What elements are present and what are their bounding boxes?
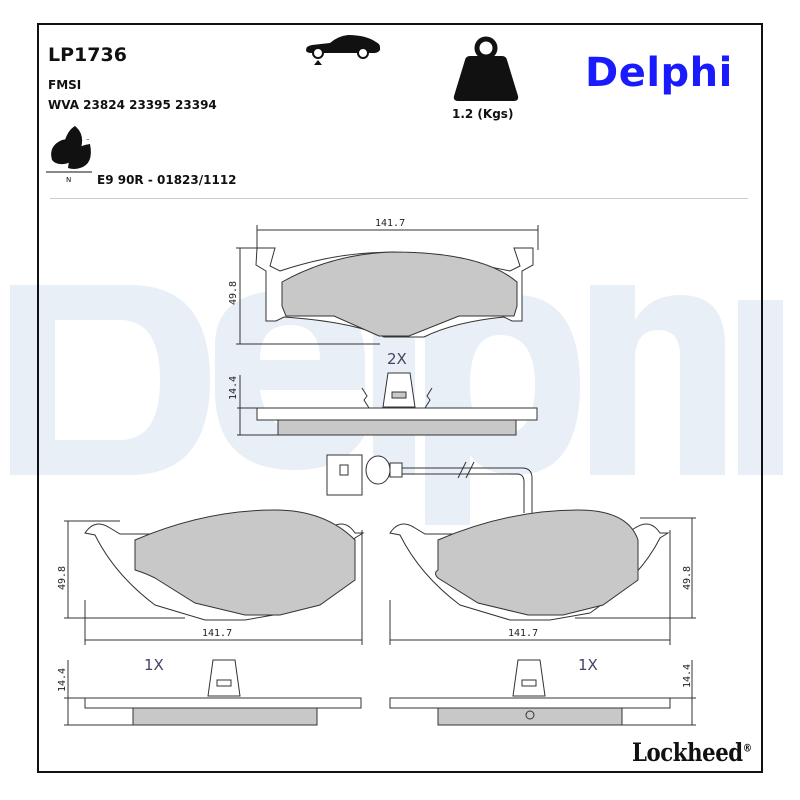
bottom-left-pad-face — [84, 509, 365, 621]
bl-height-label: 49.8 — [57, 566, 68, 590]
ece-approval: E9 90R - 01823/1112 — [97, 173, 237, 187]
bottom-right-pad-side — [389, 659, 696, 726]
registered-mark: ® — [742, 741, 752, 755]
lockheed-logo: Lockheed® — [632, 738, 752, 767]
br-thickness-label: 14.4 — [682, 664, 693, 688]
top-pad-side — [237, 372, 538, 436]
bl-quantity-label: 1X — [144, 656, 164, 674]
top-height-label: 49.8 — [228, 281, 239, 305]
top-thickness-label: 14.4 — [228, 376, 239, 400]
top-pad-face — [255, 247, 534, 338]
top-quantity-label: 2X — [387, 350, 407, 368]
drawing-frame — [37, 23, 763, 773]
header-separator — [50, 198, 748, 199]
wva-numbers: WVA 23824 23395 23394 — [48, 98, 217, 112]
br-height-label: 49.8 — [682, 566, 693, 590]
top-width-label: 141.7 — [375, 218, 405, 229]
bottom-right-pad-face — [389, 509, 670, 621]
part-number: LP1736 — [48, 44, 127, 66]
bl-width-label: 141.7 — [202, 628, 232, 639]
weight-value: 1.2 (Kgs) — [452, 107, 514, 121]
br-quantity-label: 1X — [578, 656, 598, 674]
delphi-logo: Delphi — [585, 50, 733, 96]
wear-sensor — [326, 454, 533, 513]
bottom-left-pad-side — [64, 659, 362, 726]
fmsi-label: FMSI — [48, 78, 82, 92]
br-width-label: 141.7 — [508, 628, 538, 639]
bl-thickness-label: 14.4 — [57, 668, 68, 692]
lockheed-text: Lockheed — [632, 738, 743, 767]
